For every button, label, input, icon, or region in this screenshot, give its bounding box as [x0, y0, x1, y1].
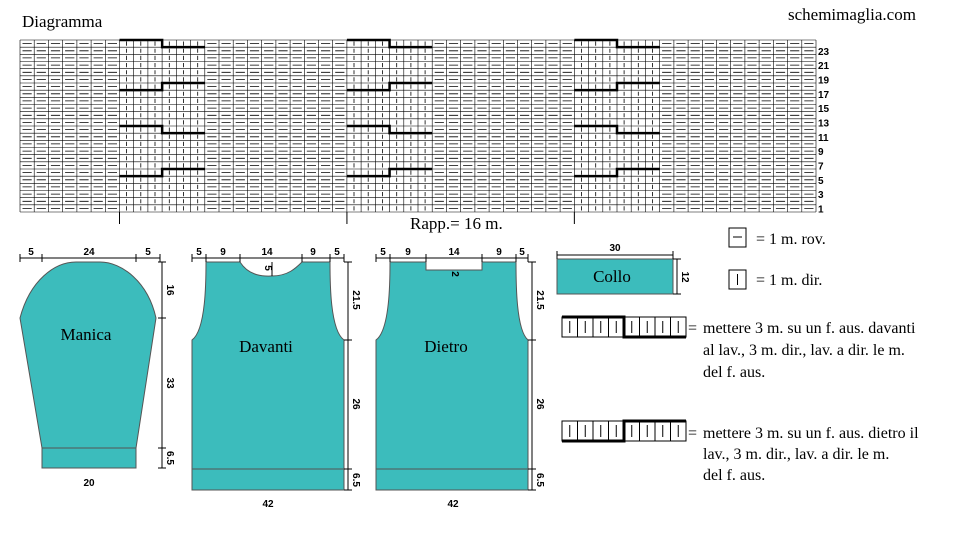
front-piece: [191, 261, 345, 491]
row-label: 19: [818, 75, 830, 86]
row-label: 5: [818, 176, 824, 187]
dimension-label: 5: [262, 265, 273, 271]
svg-text:=: =: [688, 320, 697, 337]
dimension-label: 26: [350, 398, 361, 410]
dimension-label: 12: [679, 271, 690, 283]
row-label: 23: [818, 47, 830, 58]
svg-text:mettere 3 m. su un f. aus. dav: mettere 3 m. su un f. aus. davanti: [703, 320, 916, 337]
dimension-label: 42: [262, 499, 274, 510]
svg-text:del f. aus.: del f. aus.: [703, 364, 765, 381]
sleeve-label: Manica: [61, 325, 112, 344]
row-label: 21: [818, 61, 830, 72]
dimension-label: 5: [380, 247, 386, 258]
back-piece: [375, 261, 529, 491]
row-label: 17: [818, 90, 830, 101]
cable-back-symbol: [561, 419, 687, 443]
dimension-lines: [19, 251, 681, 491]
row-label: 1: [818, 204, 824, 215]
legend-cable-front-text: = mettere 3 m. su un f. aus. davanti al …: [688, 320, 916, 381]
svg-text:lav., 3 m. dir., lav. a dir. l: lav., 3 m. dir., lav. a dir. le m.: [703, 446, 889, 463]
row-label: 7: [818, 161, 824, 172]
collar-label: Collo: [593, 267, 631, 286]
dimension-label: 9: [220, 247, 226, 258]
dimension-label: 9: [310, 247, 316, 258]
dimension-label: 33: [164, 377, 175, 389]
dimension-label: 5: [519, 247, 525, 258]
dimension-label: 5: [196, 247, 202, 258]
dimension-label: 9: [405, 247, 411, 258]
row-label: 13: [818, 118, 830, 129]
front-shape: [191, 261, 345, 491]
row-label: 11: [818, 133, 829, 144]
legend-purl-symbol: [728, 227, 747, 248]
repeat-label: Rapp.= 16 m.: [410, 214, 503, 233]
dimension-label: 14: [261, 247, 273, 258]
cable-front-symbol: [561, 315, 687, 339]
svg-text:del f. aus.: del f. aus.: [703, 467, 765, 484]
legend-knit-symbol: [728, 269, 747, 290]
knitting-chart: [19, 38, 817, 224]
dimension-label: 5: [145, 247, 151, 258]
sleeve-piece: [19, 261, 157, 469]
dimension-label: 26: [534, 398, 545, 410]
dimension-label: 21.5: [534, 290, 545, 310]
legend-cable-back-text: = mettere 3 m. su un f. aus. dietro il l…: [688, 425, 919, 484]
dimension-label: 30: [609, 243, 621, 254]
svg-text:=: =: [688, 425, 697, 442]
dimension-label: 5: [334, 247, 340, 258]
back-label: Dietro: [424, 337, 467, 356]
dimension-label: 24: [83, 247, 95, 258]
svg-text:mettere 3 m. su un f. aus. die: mettere 3 m. su un f. aus. dietro il: [703, 425, 919, 442]
svg-text:al lav., 3 m. dir., lav. a dir: al lav., 3 m. dir., lav. a dir. le m.: [703, 342, 905, 359]
dimension-label: 16: [164, 284, 175, 296]
legend-knit-text: = 1 m. dir.: [756, 272, 822, 289]
dimension-label: 6.5: [350, 473, 361, 487]
dimension-label: 2: [449, 271, 460, 277]
dimension-label: 5: [28, 247, 34, 258]
row-label: 3: [818, 190, 824, 201]
dimension-label: 42: [447, 499, 459, 510]
front-label: Davanti: [239, 337, 293, 356]
dimension-label: 14: [448, 247, 460, 258]
dimension-label: 6.5: [164, 451, 175, 465]
site-name: schemimaglia.com: [788, 5, 916, 24]
row-label: 15: [818, 104, 830, 115]
dimension-label: 21.5: [350, 290, 361, 310]
back-shape: [375, 261, 529, 491]
collar-shape: [556, 258, 674, 295]
diagram-title: Diagramma: [22, 12, 103, 31]
row-label: 9: [818, 147, 824, 158]
dimension-label: 6.5: [534, 473, 545, 487]
dimension-label: 9: [496, 247, 502, 258]
legend-purl-text: = 1 m. rov.: [756, 231, 826, 248]
dimension-label: 20: [83, 478, 95, 489]
sleeve-shape: [19, 261, 157, 469]
